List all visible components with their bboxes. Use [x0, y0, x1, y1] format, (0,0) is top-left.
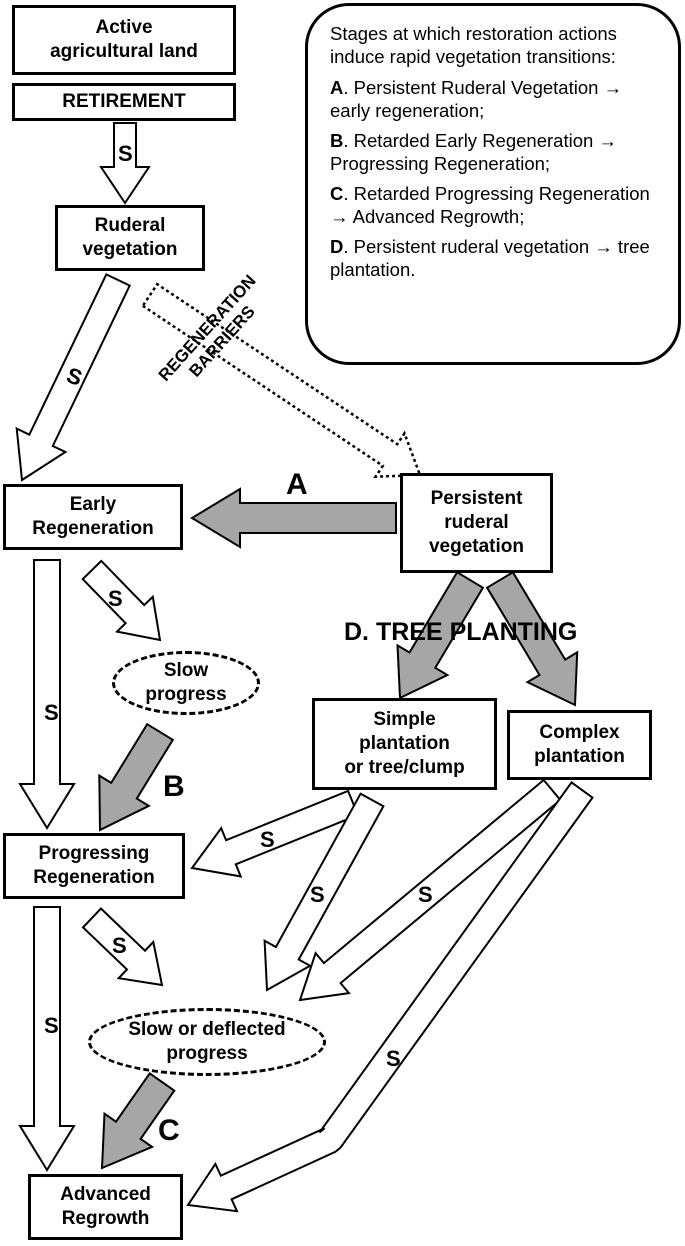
- succession-label-5: S: [260, 827, 275, 852]
- succession-label-1: S: [118, 141, 133, 166]
- legend-box: Stages at which restoration actions indu…: [305, 3, 681, 365]
- succession-label-3: S: [108, 586, 123, 611]
- legend-letter-b: B: [330, 130, 344, 151]
- legend-letter-a: A: [330, 77, 344, 98]
- arrow-retirement-to-ruderal: [99, 122, 151, 205]
- legend-item-d: D. Persistent ruderal vegetation → tree …: [330, 235, 664, 281]
- slow-progress-oval: Slow progress: [112, 651, 260, 715]
- succession-label-4: S: [44, 700, 59, 725]
- arrow-action-a: [190, 487, 397, 549]
- arrow-action-b: [98, 722, 175, 832]
- action-label-c: C: [158, 1114, 180, 1147]
- slow-deflected-progress-oval: Slow or deflected progress: [88, 1008, 326, 1076]
- succession-label-6: S: [310, 882, 325, 907]
- arrow-early-to-progressing: [18, 559, 76, 830]
- arrow-complex-to-slow-deflected: [298, 778, 562, 1002]
- tree-planting-label: D. TREE PLANTING: [344, 618, 578, 646]
- legend-item-a: A. Persistent Ruderal Vegetation → early…: [330, 76, 664, 122]
- action-label-a: A: [286, 468, 308, 501]
- early-regeneration-box: Early Regeneration: [3, 484, 183, 550]
- arrow-action-d-complex: [485, 570, 579, 707]
- arrow-early-to-slow: [81, 559, 162, 642]
- succession-label-9: S: [44, 1013, 59, 1038]
- arrow-complex-to-advanced: [186, 781, 594, 1213]
- progressing-regeneration-box: Progressing Regeneration: [3, 833, 185, 899]
- legend-item-c: C. Retarded Progressing Regeneration → A…: [330, 182, 664, 228]
- arrow-progressing-to-slow-deflected: [81, 907, 164, 987]
- legend-intro: Stages at which restoration actions indu…: [330, 23, 617, 67]
- legend-item-b: B. Retarded Early Regeneration → Progres…: [330, 129, 664, 175]
- retirement-box: RETIREMENT: [12, 83, 236, 121]
- persistent-ruderal-box: Persistent ruderal vegetation: [400, 473, 553, 573]
- advanced-regrowth-box: Advanced Regrowth: [28, 1174, 183, 1240]
- arrow-simple-to-progressing: [190, 789, 360, 878]
- legend-text-d: . Persistent ruderal vegetation → tree p…: [330, 236, 650, 280]
- complex-plantation-box: Complex plantation: [507, 710, 652, 780]
- arrow-progressing-to-advanced: [18, 906, 76, 1172]
- arrow-ruderal-to-early: [15, 273, 132, 482]
- arrow-action-c: [100, 1072, 176, 1170]
- arrow-regeneration-barriers: [141, 282, 422, 479]
- succession-label-8: S: [112, 933, 127, 958]
- ruderal-vegetation-box: Ruderal vegetation: [55, 205, 205, 271]
- active-land-box: Active agricultural land: [12, 5, 236, 75]
- succession-label-7: S: [418, 882, 433, 907]
- legend-text-c: . Retarded Progressing Regeneration → Ad…: [330, 183, 650, 227]
- simple-plantation-box: Simple plantation or tree/clump: [312, 698, 497, 790]
- legend-text-b: . Retarded Early Regeneration → Progress…: [330, 130, 617, 174]
- legend-text-a: . Persistent Ruderal Vegetation → early …: [330, 77, 623, 121]
- legend-letter-d: D: [330, 236, 344, 257]
- arrow-simple-to-slow-deflected: [263, 792, 385, 992]
- legend-letter-c: C: [330, 183, 344, 204]
- action-label-b: B: [163, 770, 185, 803]
- succession-label-10: S: [386, 1046, 401, 1071]
- arrow-action-d-simple: [396, 570, 485, 700]
